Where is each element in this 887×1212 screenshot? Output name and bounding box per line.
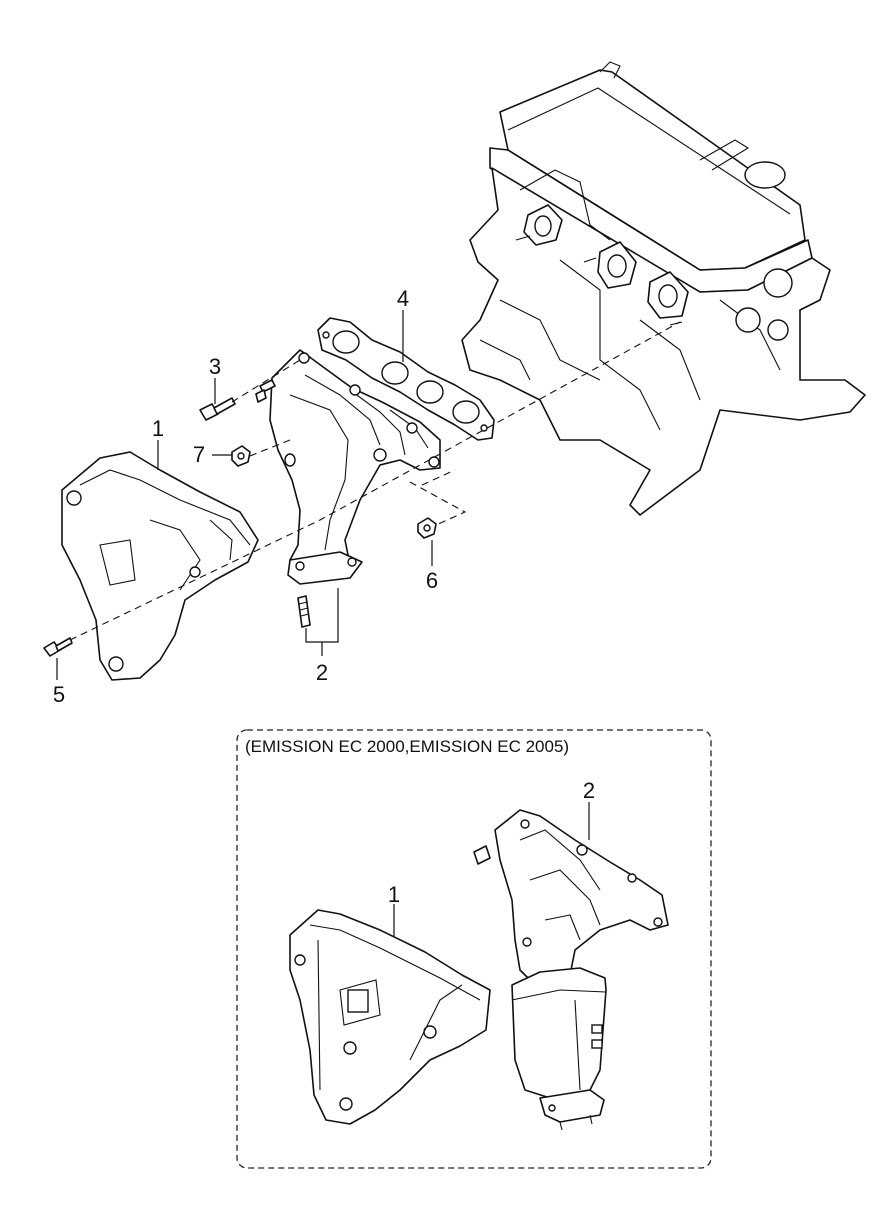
engine-block — [461, 61, 866, 516]
nut-7 — [231, 445, 251, 467]
callout-6: 6 — [426, 568, 438, 593]
callout-4: 4 — [397, 286, 409, 311]
exhaust-manifold-gasket — [317, 317, 495, 441]
inset-callout-1: 1 — [388, 882, 400, 907]
callout-3: 3 — [209, 354, 221, 379]
callout-7: 7 — [193, 442, 205, 467]
inset-title: (EMISSION EC 2000,EMISSION EC 2005) — [245, 737, 569, 756]
inset-callout-2: 2 — [583, 778, 595, 803]
callout-5: 5 — [53, 682, 65, 707]
inset-manifold-catalytic-converter — [473, 809, 669, 1131]
exhaust-manifold — [269, 349, 441, 628]
inset-heat-shield — [289, 909, 491, 1125]
heat-shield — [61, 451, 259, 681]
emission-variant-inset: (EMISSION EC 2000,EMISSION EC 2005) — [236, 729, 712, 1169]
leader-lines — [56, 310, 433, 680]
bolt-5 — [43, 637, 73, 657]
nut-6 — [417, 517, 437, 539]
bolt-3 — [199, 397, 236, 421]
callout-1: 1 — [152, 416, 164, 441]
callout-labels: 1 2 3 4 5 6 7 — [53, 286, 438, 707]
callout-2: 2 — [316, 660, 328, 685]
assembly-lines — [69, 321, 681, 641]
